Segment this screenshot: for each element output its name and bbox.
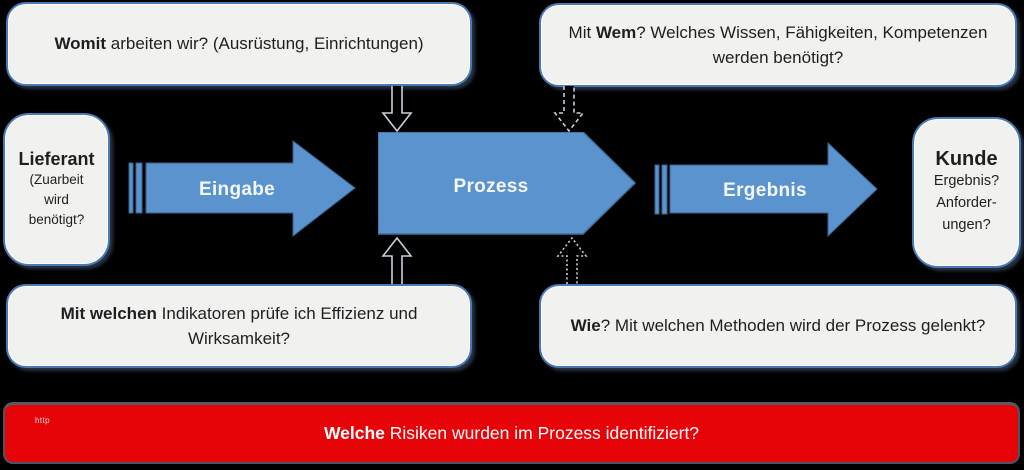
process-arrow-body bbox=[378, 132, 636, 235]
indicators-question-box: Mit welchen Indikatoren prüfe ich Effizi… bbox=[6, 284, 472, 368]
output-arrow: Ergebnis bbox=[654, 142, 878, 237]
customer-title: Kunde bbox=[935, 148, 998, 171]
risk-question-text: Welche Risiken wurden im Prozess identif… bbox=[324, 423, 699, 444]
output-arrow-stripe bbox=[654, 164, 660, 215]
arrow-down-dashed-icon bbox=[553, 86, 585, 133]
output-arrow-body bbox=[669, 142, 878, 237]
people-question-bold: Wem bbox=[595, 22, 637, 42]
tools-question-text: Womit arbeiten wir? (Ausrüstung, Einrich… bbox=[54, 31, 423, 57]
risk-question-bold: Welche bbox=[323, 423, 385, 443]
input-arrow-stripe bbox=[128, 162, 134, 214]
indicators-question-bold: Mit welchen bbox=[60, 303, 157, 323]
tools-question-box: Womit arbeiten wir? (Ausrüstung, Einrich… bbox=[6, 2, 472, 86]
input-arrow-stripe bbox=[135, 162, 143, 214]
methods-question-box: Wie? Mit welchen Methoden wird der Proze… bbox=[539, 284, 1017, 368]
output-arrow-label: Ergebnis bbox=[723, 180, 807, 201]
methods-question-rest: ? Mit welchen Methoden wird der Prozess … bbox=[600, 316, 986, 336]
process-arrow-label: Prozess bbox=[454, 176, 529, 197]
tools-question-rest: arbeiten wir? (Ausrüstung, Einrichtungen… bbox=[106, 34, 424, 54]
input-arrow-body bbox=[145, 140, 356, 238]
methods-question-text: Wie? Mit welchen Methoden wird der Proze… bbox=[571, 313, 986, 339]
supplier-title: Lieferant bbox=[18, 148, 95, 169]
methods-question-bold: Wie bbox=[570, 316, 601, 336]
process-arrow: Prozess bbox=[378, 132, 636, 235]
customer-box: Kunde Ergebnis? Anforder- ungen? bbox=[912, 117, 1021, 268]
indicators-question-text: Mit welchen Indikatoren prüfe ich Effizi… bbox=[28, 301, 450, 352]
supplier-box: Lieferant (Zuarbeit wird benötigt? bbox=[3, 113, 110, 266]
tools-question-bold: Womit bbox=[54, 34, 107, 54]
customer-subtitle: Ergebnis? Anforder- ungen? bbox=[933, 173, 1000, 233]
output-arrow-stripe bbox=[661, 164, 668, 215]
supplier-subtitle: (Zuarbeit wird benötigt? bbox=[28, 171, 85, 228]
risk-question-rest: Risiken wurden im Prozess identifiziert? bbox=[384, 423, 700, 443]
input-arrow-label: Eingabe bbox=[199, 179, 275, 200]
arrow-down-solid-icon bbox=[381, 86, 413, 133]
input-arrow: Eingabe bbox=[128, 140, 356, 238]
arrow-up-dotted-icon bbox=[556, 237, 588, 284]
people-question-box: Mit Wem? Welches Wissen, Fähigkeiten, Ko… bbox=[539, 3, 1017, 87]
people-question-pre: Mit bbox=[568, 22, 596, 42]
people-question-text: Mit Wem? Welches Wissen, Fähigkeiten, Ko… bbox=[561, 20, 995, 71]
watermark-text: http bbox=[35, 416, 50, 425]
risk-question-bar: http Welche Risiken wurden im Prozess id… bbox=[3, 402, 1020, 464]
indicators-question-rest: Indikatoren prüfe ich Effizienz und Wirk… bbox=[156, 303, 418, 349]
arrow-up-solid-icon bbox=[381, 237, 413, 284]
people-question-rest: ? Welches Wissen, Fähigkeiten, Kompetenz… bbox=[636, 22, 988, 68]
